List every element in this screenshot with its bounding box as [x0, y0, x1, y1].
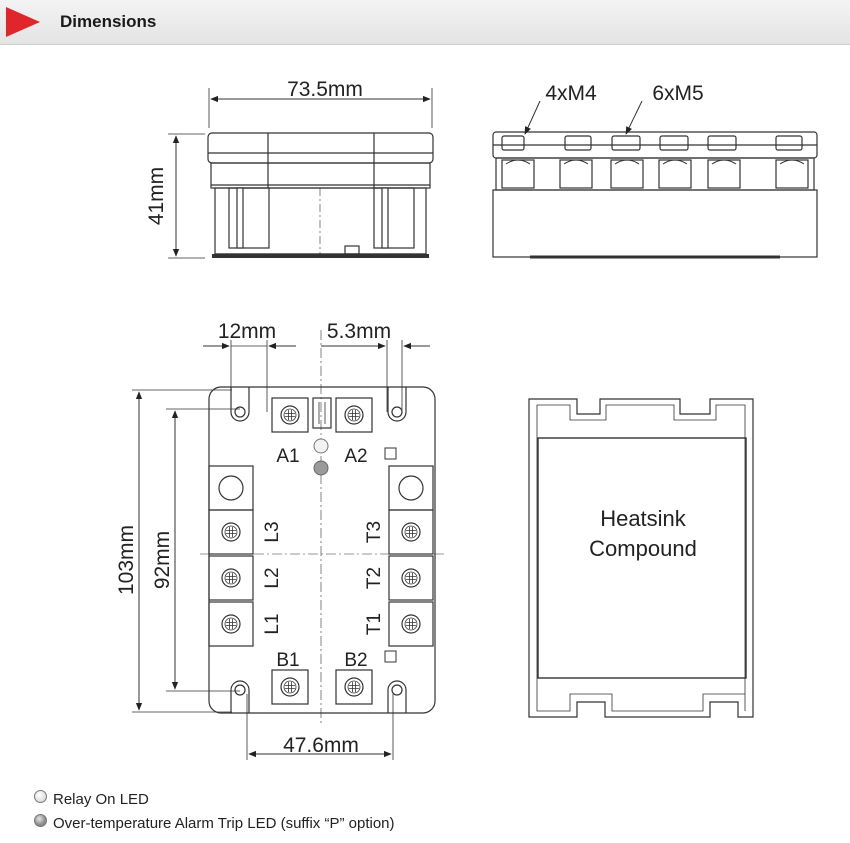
terminal-l1: L1: [262, 613, 283, 634]
legend-alarm-text: Over-temperature Alarm Trip LED (suffix …: [53, 815, 395, 832]
back-view: [528, 398, 754, 718]
mount-height-label: 92mm: [151, 531, 174, 589]
alarm-led-icon: [313, 460, 329, 476]
side-view: [492, 100, 818, 259]
front-view: [132, 330, 445, 760]
terminal-t3: T3: [364, 521, 385, 543]
relay-on-led-icon: [313, 438, 329, 454]
heatsink-label-line1: Heatsink: [600, 506, 687, 531]
terminal-a1: A1: [276, 446, 299, 467]
top-view: [168, 88, 434, 259]
mount-width-label: 47.6mm: [283, 734, 359, 757]
height-label-41: 41mm: [145, 167, 168, 225]
terminal-l2: L2: [262, 567, 283, 588]
section-title: Dimensions: [60, 12, 157, 31]
total-height-label: 103mm: [115, 525, 138, 595]
legend-alarm: Over-temperature Alarm Trip LED (suffix …: [34, 814, 395, 832]
red-arrow-icon: [6, 7, 40, 37]
section-header: Dimensions: [0, 0, 850, 45]
terminal-t2: T2: [364, 567, 385, 589]
terminal-width-label: 12mm: [218, 320, 276, 343]
alarm-led-icon: [34, 814, 47, 827]
terminal-a2: A2: [344, 446, 367, 467]
heatsink-label-line2: Compound: [589, 536, 697, 561]
small-screw-label: 4xM4: [545, 82, 597, 105]
legend-relay-on: Relay On LED: [34, 790, 149, 808]
terminal-b2: B2: [344, 650, 367, 671]
terminal-l3: L3: [262, 521, 283, 542]
relay-on-led-icon: [34, 790, 47, 803]
legend-relay-on-text: Relay On LED: [53, 791, 149, 808]
terminal-t1: T1: [364, 613, 385, 635]
terminal-b1: B1: [276, 650, 299, 671]
width-label-73-5: 73.5mm: [287, 78, 363, 101]
large-screw-label: 6xM5: [652, 82, 703, 105]
offset-label: 5.3mm: [327, 320, 391, 343]
